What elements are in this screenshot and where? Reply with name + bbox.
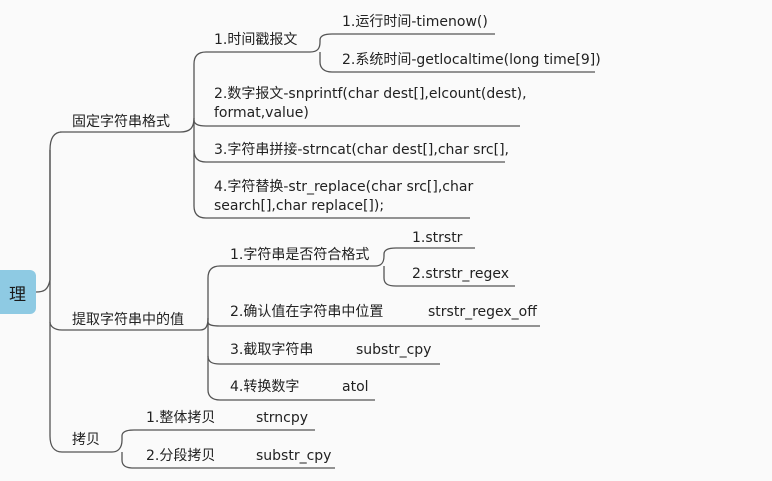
node-string-replace-line2: search[],char replace[]); xyxy=(214,198,385,214)
node-substring-func: substr_cpy xyxy=(356,342,432,358)
node-system-time[interactable]: 2.系统时间-getlocaltime(long time[9]) xyxy=(342,52,601,68)
root-label: 理 xyxy=(9,284,26,305)
root-node[interactable]: 理 xyxy=(0,270,36,314)
branch-extract-value[interactable]: 提取字符串中的值 xyxy=(72,312,184,328)
node-locate-value[interactable]: 2.确认值在字符串中位置 xyxy=(230,304,384,320)
node-convert-number[interactable]: 4.转换数字 xyxy=(230,379,300,395)
node-strstr[interactable]: 1.strstr xyxy=(412,230,463,246)
node-convert-number-func: atol xyxy=(342,379,369,395)
branch-copy[interactable]: 拷贝 xyxy=(72,432,100,448)
node-format-check[interactable]: 1.字符串是否符合格式 xyxy=(230,247,370,263)
node-number-message-line1: 2.数字报文-snprintf(char dest[],elcount(dest… xyxy=(214,86,527,102)
node-segment-copy-func: substr_cpy xyxy=(256,448,332,464)
node-timestamp-message[interactable]: 1.时间戳报文 xyxy=(214,32,298,48)
node-full-copy[interactable]: 1.整体拷贝 xyxy=(146,410,216,426)
node-string-concat[interactable]: 3.字符串拼接-strncat(char dest[],char src[], xyxy=(214,142,509,158)
node-locate-value-func: strstr_regex_off xyxy=(428,304,537,320)
node-number-message-line2: format,value) xyxy=(214,105,309,121)
node-full-copy-func: strncpy xyxy=(256,410,309,426)
node-run-time[interactable]: 1.运行时间-timenow() xyxy=(342,14,488,30)
node-strstr-regex[interactable]: 2.strstr_regex xyxy=(412,266,510,282)
node-substring[interactable]: 3.截取字符串 xyxy=(230,342,314,358)
node-segment-copy[interactable]: 2.分段拷贝 xyxy=(146,448,216,464)
node-string-replace-line1: 4.字符替换-str_replace(char src[],char xyxy=(214,179,474,195)
branch-fixed-format[interactable]: 固定字符串格式 xyxy=(72,114,170,130)
